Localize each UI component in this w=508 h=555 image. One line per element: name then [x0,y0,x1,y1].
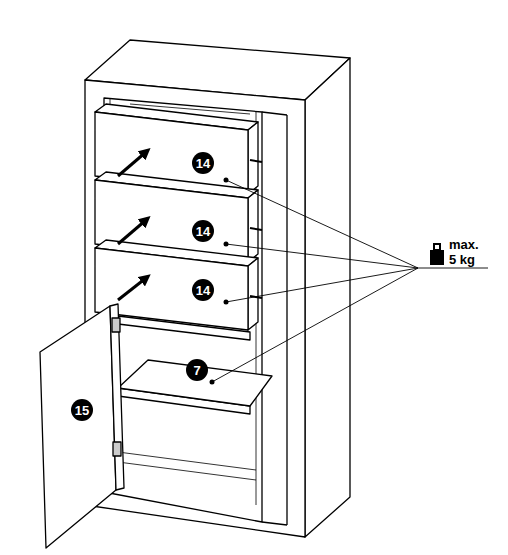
hinge [113,442,121,456]
hinge [112,318,120,332]
cabinet-front [85,80,305,537]
load-note: 5 kg [449,253,475,266]
weight-symbol [430,244,444,265]
callout-number: 14 [196,157,210,170]
cabinet-side [305,58,350,537]
shelf-top [118,360,272,406]
callout-number: 15 [75,404,89,417]
callout-number: 14 [196,225,210,238]
callout-number: 7 [193,364,200,377]
callout-number: 14 [196,284,210,297]
cabinet-door [40,306,116,548]
push-arrows [118,152,146,300]
leader-lines [210,178,489,385]
load-note: max. [449,238,479,251]
callout-discs [71,152,214,421]
